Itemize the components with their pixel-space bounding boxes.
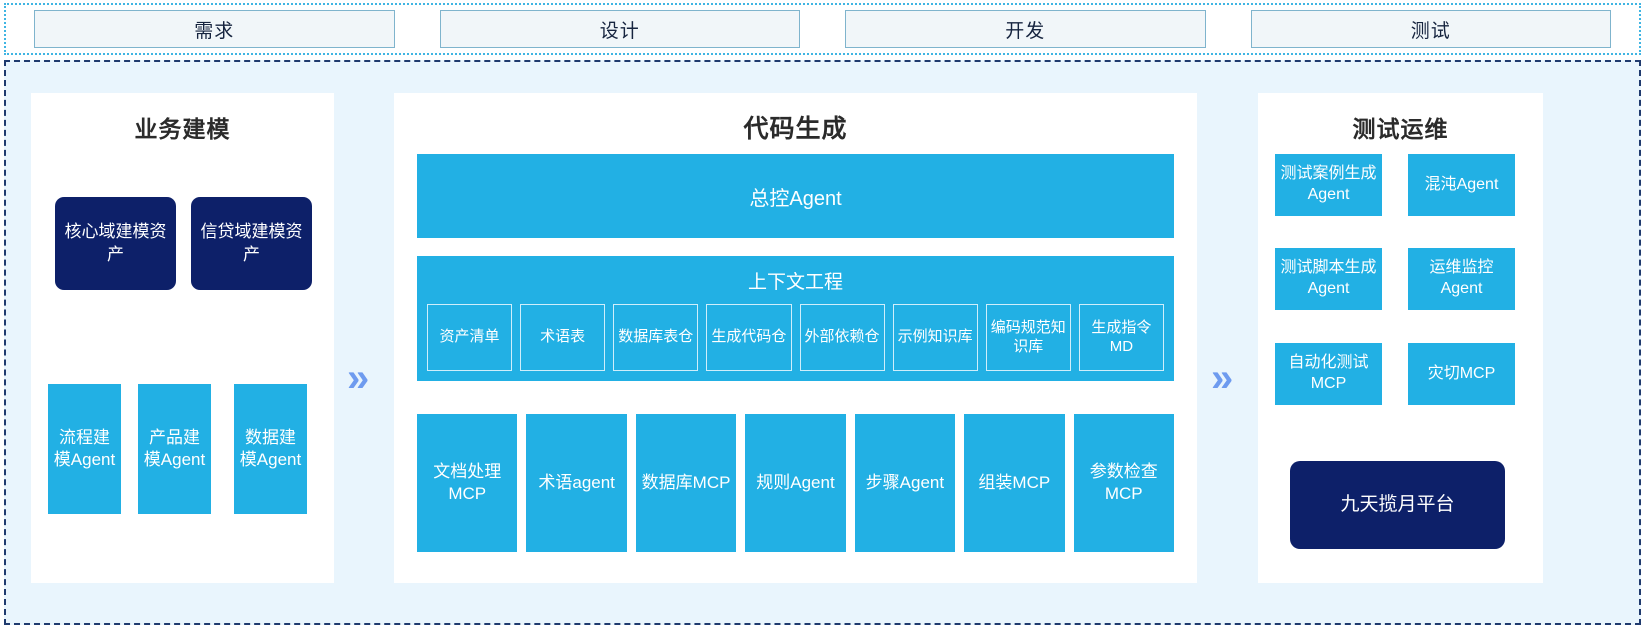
context-engineering-title: 上下文工程 — [747, 272, 843, 293]
card-label: 运维监控Agent — [1429, 259, 1494, 297]
card-ops-monitoring-agent[interactable]: 运维监控Agent — [1408, 248, 1515, 310]
tool-card-parameter-check-mcp[interactable]: 参数检查MCP — [1073, 414, 1174, 552]
context-item-label: 示例知识库 — [897, 328, 973, 346]
stage-box-design[interactable]: 设计 — [439, 10, 800, 48]
context-item-list: 资产清单 术语表 数据库表仓 生成代码仓 外部依赖仓 示例知识库 编码规范知识库… — [427, 304, 1164, 371]
tool-card-assembly-mcp[interactable]: 组装MCP — [964, 414, 1065, 552]
card-jiutian-lanyue-platform[interactable]: 九天揽月平台 — [1290, 461, 1505, 549]
asset-card-credit-domain[interactable]: 信贷域建模资产 — [191, 197, 312, 290]
panel-title-code-generation: 代码生成 — [743, 115, 848, 143]
card-test-case-generation-agent[interactable]: 测试案例生成Agent — [1275, 154, 1382, 216]
context-engineering-block: 上下文工程 资产清单 术语表 数据库表仓 生成代码仓 外部依赖仓 示例知识库 编… — [417, 256, 1174, 381]
tool-card-row: 文档处理MCP 术语agent 数据库MCP 规则Agent 步骤Agent 组… — [417, 414, 1174, 552]
stage-box-development[interactable]: 开发 — [845, 10, 1206, 48]
card-label: 测试脚本生成Agent — [1280, 259, 1377, 297]
tool-card-label: 规则Agent — [756, 472, 835, 492]
card-chaos-agent[interactable]: 混沌Agent — [1408, 154, 1515, 216]
tool-card-database-mcp[interactable]: 数据库MCP — [635, 414, 737, 552]
agent-card-label: 产品建模Agent — [143, 427, 206, 469]
tool-card-document-processing-mcp[interactable]: 文档处理MCP — [417, 414, 518, 552]
panel-title-business-modeling: 业务建模 — [134, 116, 231, 142]
tool-card-step-agent[interactable]: 步骤Agent — [854, 414, 956, 552]
tool-card-label: 数据库MCP — [641, 472, 731, 492]
card-label: 灾切MCP — [1427, 364, 1496, 382]
card-label: 混沌Agent — [1424, 175, 1499, 193]
context-item-generation-instruction-md[interactable]: 生成指令MD — [1078, 304, 1164, 371]
asset-card-label: 信贷域建模资产 — [200, 221, 303, 264]
context-item-generated-code-repo[interactable]: 生成代码仓 — [706, 304, 792, 371]
agent-card-process-modeling[interactable]: 流程建模Agent — [48, 384, 121, 514]
agent-card-product-modeling[interactable]: 产品建模Agent — [138, 384, 211, 514]
context-item-coding-standard-knowledge-base[interactable]: 编码规范知识库 — [985, 304, 1071, 371]
tool-card-glossary-agent[interactable]: 术语agent — [526, 414, 627, 552]
panel-title-test-operations: 测试运维 — [1352, 116, 1449, 142]
master-agent-label: 总控Agent — [749, 187, 842, 210]
agent-card-label: 流程建模Agent — [53, 427, 116, 469]
tool-card-label: 文档处理MCP — [433, 461, 502, 503]
asset-card-core-domain[interactable]: 核心域建模资产 — [55, 197, 176, 290]
card-automated-test-mcp[interactable]: 自动化测试MCP — [1275, 343, 1382, 405]
panel-test-operations: 测试运维 测试案例生成Agent 混沌Agent 测试脚本生成Agent 运维监… — [1258, 93, 1543, 583]
context-item-example-knowledge-base[interactable]: 示例知识库 — [892, 304, 978, 371]
context-item-db-table-repo[interactable]: 数据库表仓 — [613, 304, 699, 371]
card-test-script-generation-agent[interactable]: 测试脚本生成Agent — [1275, 248, 1382, 310]
asset-card-label: 核心域建模资产 — [64, 221, 167, 264]
stage-label: 需求 — [194, 20, 235, 42]
stage-strip: 需求 设计 开发 测试 — [4, 3, 1641, 55]
stage-label: 设计 — [599, 20, 640, 42]
stage-box-requirements[interactable]: 需求 — [34, 10, 395, 48]
tool-card-label: 参数检查MCP — [1089, 461, 1158, 503]
card-label: 自动化测试MCP — [1288, 354, 1369, 392]
context-item-external-dependency-repo[interactable]: 外部依赖仓 — [799, 304, 885, 371]
card-label: 测试案例生成Agent — [1280, 165, 1377, 203]
context-item-label: 编码规范知识库 — [990, 319, 1066, 355]
context-item-label: 术语表 — [540, 328, 586, 346]
agent-card-data-modeling[interactable]: 数据建模Agent — [234, 384, 307, 514]
card-disaster-switch-mcp[interactable]: 灾切MCP — [1408, 343, 1515, 405]
tool-card-rule-agent[interactable]: 规则Agent — [745, 414, 846, 552]
context-item-label: 数据库表仓 — [618, 328, 694, 346]
tool-card-label: 术语agent — [538, 472, 615, 492]
panel-code-generation: 代码生成 总控Agent 上下文工程 资产清单 术语表 数据库表仓 生成代码仓 … — [394, 93, 1197, 583]
agent-card-label: 数据建模Agent — [239, 427, 302, 469]
stage-box-testing[interactable]: 测试 — [1250, 10, 1611, 48]
master-agent-bar[interactable]: 总控Agent — [417, 154, 1174, 238]
context-item-label: 外部依赖仓 — [804, 328, 880, 346]
tool-card-label: 组装MCP — [978, 472, 1051, 492]
context-item-label: 资产清单 — [439, 328, 500, 346]
main-region: 业务建模 核心域建模资产 信贷域建模资产 流程建模Agent 产品建模Agent… — [4, 60, 1641, 625]
stage-label: 测试 — [1410, 20, 1451, 42]
chevron-right-icon: » — [347, 356, 370, 400]
tool-card-label: 步骤Agent — [865, 472, 945, 492]
context-item-label: 生成代码仓 — [711, 328, 787, 346]
chevron-right-icon: » — [1211, 356, 1234, 400]
context-item-glossary[interactable]: 术语表 — [520, 304, 606, 371]
panel-business-modeling: 业务建模 核心域建模资产 信贷域建模资产 流程建模Agent 产品建模Agent… — [31, 93, 334, 583]
card-label: 九天揽月平台 — [1340, 494, 1455, 516]
context-item-label: 生成指令MD — [1091, 319, 1152, 355]
stage-label: 开发 — [1005, 20, 1046, 42]
context-item-asset-inventory[interactable]: 资产清单 — [427, 304, 513, 371]
